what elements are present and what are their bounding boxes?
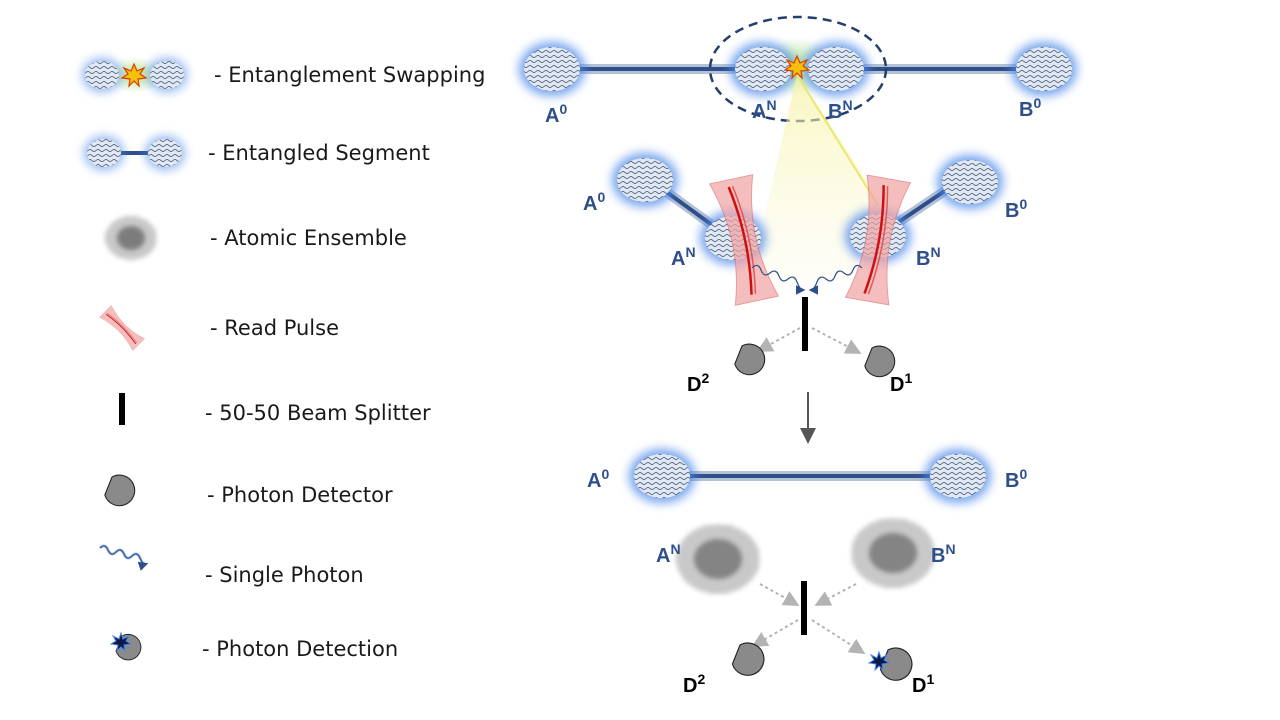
label-bn-top: BN — [828, 97, 853, 123]
label-a0-bottom: A0 — [587, 466, 609, 492]
legend-label-entanglement-swapping: - Entanglement Swapping — [214, 63, 486, 87]
beam-splitter-mid — [802, 297, 808, 351]
label-b0-bottom: B0 — [1005, 466, 1027, 492]
ensemble-a0-bottom — [629, 449, 695, 503]
atomic-ensemble-icon — [105, 216, 157, 260]
legend-icons — [82, 57, 187, 661]
bottom-stage — [629, 449, 991, 681]
middle-stage — [612, 153, 1003, 378]
detector-d2-bottom — [731, 642, 765, 676]
label-a0-top: A0 — [545, 101, 567, 127]
legend-label-photon-detector: - Photon Detector — [207, 483, 393, 507]
label-bn-bottom: BN — [931, 541, 956, 567]
label-a0-mid: A0 — [583, 189, 605, 215]
label-d1-mid: D1 — [890, 370, 912, 396]
beam-splitter-bottom — [801, 581, 807, 635]
node-labels: A0 AN BN B0 A0 AN BN B0 A0 B0 AN BN D2 D… — [545, 95, 1041, 697]
entangled-segment-icon — [84, 136, 185, 170]
label-b0-mid: B0 — [1005, 196, 1027, 222]
label-b0-top: B0 — [1019, 95, 1041, 121]
ensemble-b0-top — [1011, 42, 1077, 96]
legend-label-single-photon: - Single Photon — [205, 563, 364, 587]
legend-label-photon-detection: - Photon Detection — [202, 637, 399, 661]
detector-d2-mid — [734, 343, 766, 376]
label-d2-bottom: D2 — [683, 671, 705, 697]
read-pulse-icon — [98, 304, 146, 352]
ensemble-a0-top — [519, 42, 585, 96]
entanglement-swapping-icon — [82, 57, 187, 93]
detector-d1-bottom — [879, 647, 913, 681]
atomic-ensemble-bn-bottom — [851, 518, 935, 588]
label-an-mid: AN — [671, 244, 696, 270]
label-an-bottom: AN — [656, 541, 681, 567]
legend-label-entangled-segment: - Entangled Segment — [208, 141, 430, 165]
photon-left-icon — [751, 264, 806, 295]
label-bn-mid: BN — [916, 244, 941, 270]
detector-d1-mid — [864, 345, 896, 378]
legend-label-beam-splitter: - 50-50 Beam Splitter — [205, 401, 431, 425]
photon-detector-icon — [104, 474, 136, 507]
label-d1-bottom: D1 — [912, 671, 934, 697]
ensemble-b0-mid — [937, 155, 1003, 209]
single-photon-icon — [98, 544, 149, 571]
top-chain — [519, 15, 1077, 123]
legend-label-atomic-ensemble: - Atomic Ensemble — [210, 226, 407, 250]
ensemble-b0-bottom — [925, 449, 991, 503]
atomic-ensemble-an-bottom — [676, 524, 760, 594]
beam-splitter-icon — [119, 393, 125, 425]
ensemble-bn-top — [803, 42, 869, 96]
label-d2-mid: D2 — [687, 370, 709, 396]
ensemble-a0-mid — [612, 153, 678, 207]
label-an-top: AN — [752, 97, 777, 123]
legend-label-read-pulse: - Read Pulse — [210, 316, 339, 340]
photon-right-icon — [808, 264, 863, 295]
photon-detection-icon — [110, 632, 142, 661]
